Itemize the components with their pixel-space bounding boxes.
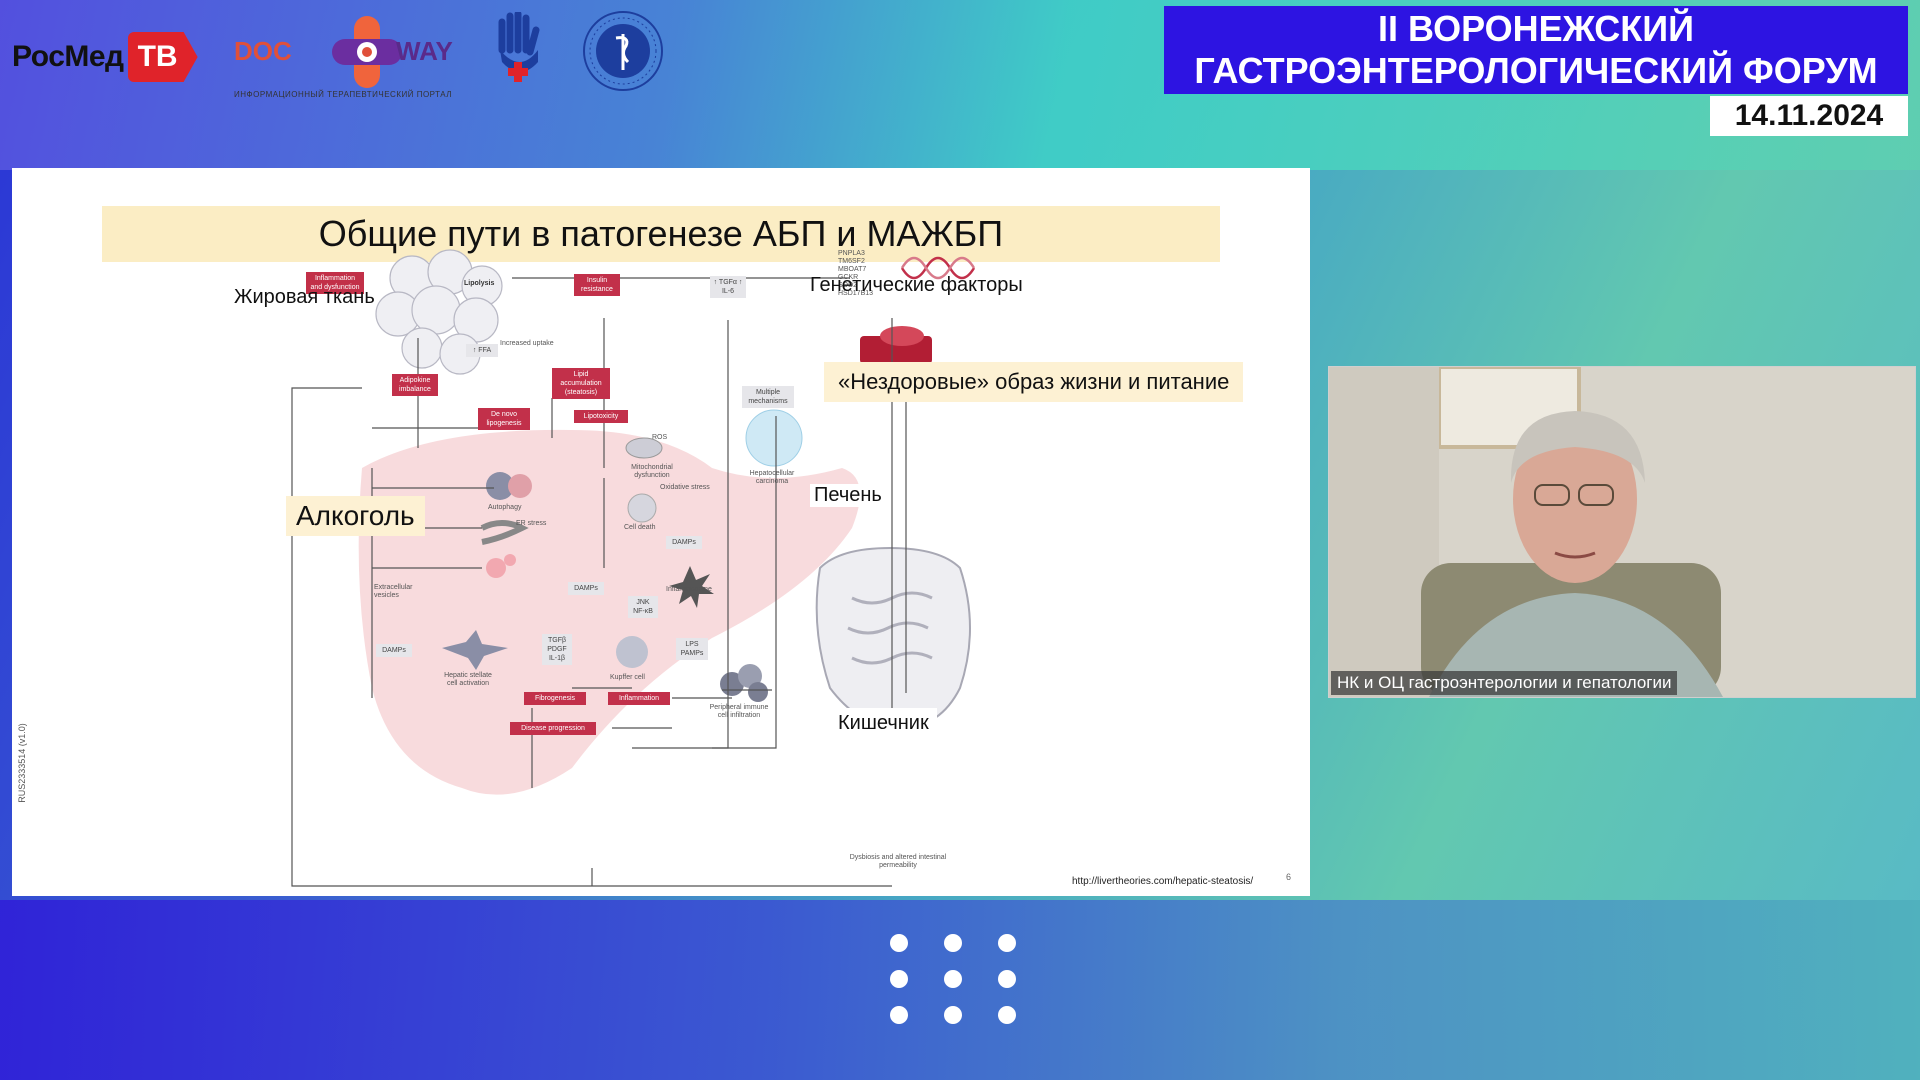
box-multiple: Multiple mechanisms <box>742 386 794 408</box>
docway-logo: DOC WAY ИНФОРМАЦИОННЫЙ ТЕРАПЕВТИЧЕСКИЙ П… <box>232 12 462 104</box>
label-celldeath: Cell death <box>624 524 656 531</box>
forum-title-line2: ГАСТРОЭНТЕРОЛОГИЧЕСКИЙ ФОРУМ <box>1194 50 1878 91</box>
rosmed-logo-badge: ТВ <box>127 32 198 82</box>
label-alcohol: Алкоголь <box>286 496 425 536</box>
footer-background <box>0 900 1920 1080</box>
box-jnk: JNK NF-κB <box>628 596 658 618</box>
label-genetic: Генетические факторы <box>810 274 1023 296</box>
label-inflammasome: Inflammasome <box>666 586 712 593</box>
slide-title: Общие пути в патогенезе АБП и МАЖБП <box>102 206 1220 262</box>
hand-cross-icon <box>494 10 546 92</box>
speaker-video-frame <box>1329 367 1915 697</box>
label-autophagy: Autophagy <box>488 504 522 511</box>
presentation-slide: Общие пути в патогенезе АБП и МАЖБП <box>12 168 1310 896</box>
forum-title-line1: II ВОРОНЕЖСКИЙ <box>1377 8 1695 49</box>
box-progress: Disease progression <box>510 722 596 735</box>
box-inflammation: Inflammation and dysfunction <box>306 272 364 294</box>
docway-right: WAY <box>396 36 453 66</box>
box-damps-3: DAMPs <box>376 644 412 657</box>
speaker-caption: НК и ОЦ гастроэнтерологии и гепатологии <box>1331 671 1678 695</box>
medical-emblem-icon <box>582 10 664 92</box>
box-tgf: ↑ TGFα ↑ IL-6 <box>710 276 746 298</box>
box-inflam2: Inflammation <box>608 692 670 705</box>
label-oxstress: Oxidative stress <box>660 484 710 491</box>
slide-page-number: 6 <box>1286 872 1292 882</box>
box-damps-2: DAMPs <box>568 582 604 595</box>
slide-url: http://livertheories.com/hepatic-steatos… <box>1072 876 1254 887</box>
grid-dots-icon[interactable] <box>890 934 1020 1034</box>
label-dysbiosis: Dysbiosis and altered intestinal permeab… <box>849 854 947 869</box>
box-ffa: ↑ FFA <box>466 344 498 357</box>
docway-cross-icon <box>332 16 402 88</box>
box-denovo: De novo lipogenesis <box>478 408 530 430</box>
label-kupffer: Kupffer cell <box>610 674 645 681</box>
rosmed-logo: РосМед ТВ <box>12 26 198 88</box>
label-liver: Печень <box>810 484 886 507</box>
label-gut: Кишечник <box>830 708 937 739</box>
box-cytok: TGFβ PDGF IL-1β <box>542 634 572 665</box>
genes-list: PNPLA3 TM6SF2 MBOAT7 GCKR SOD2 HSD17B13 <box>838 250 874 297</box>
box-lipotox: Lipotoxicity <box>574 410 628 423</box>
label-hcc: Hepatocellular carcinoma <box>749 470 795 485</box>
docway-subtitle: ИНФОРМАЦИОННЫЙ ТЕРАПЕВТИЧЕСКИЙ ПОРТАЛ <box>234 90 453 99</box>
docway-left: DOC <box>234 36 292 66</box>
forum-date: 14.11.2024 <box>1710 96 1908 136</box>
box-fibro: Fibrogenesis <box>524 692 586 705</box>
box-adipokine: Adipokine imbalance <box>392 374 438 396</box>
label-ros: ROS <box>652 434 668 441</box>
box-damps-1: DAMPs <box>666 536 702 549</box>
forum-banner: II ВОРОНЕЖСКИЙ ГАСТРОЭНТЕРОЛОГИЧЕСКИЙ ФО… <box>1164 6 1908 94</box>
box-insulin: Insulin resistance <box>574 274 620 296</box>
pathogenesis-diagram <box>291 249 976 887</box>
label-stellate: Hepatic stellate cell activation <box>444 672 492 687</box>
speaker-video: НК и ОЦ гастроэнтерологии и гепатологии <box>1328 366 1916 698</box>
label-er: ER stress <box>516 520 547 527</box>
label-ev: Extracellular vesicles <box>374 584 413 599</box>
box-lps: LPS PAMPs <box>676 638 708 660</box>
box-lipolysis: Lipolysis <box>464 280 495 287</box>
slide-side-code: RUS2333514 (v1.0) <box>16 723 27 803</box>
label-uptake: Increased uptake <box>500 340 554 347</box>
box-lipid: Lipid accumulation (steatosis) <box>552 368 610 399</box>
label-mito: Mitochondrial dysfunction <box>631 464 673 479</box>
label-fat-tissue: Жировая ткань <box>234 286 375 308</box>
rosmed-logo-text: РосМед <box>12 40 124 73</box>
label-immune: Peripheral immune cell infiltration <box>709 704 769 719</box>
label-lifestyle: «Нездоровые» образ жизни и питание <box>824 362 1244 402</box>
